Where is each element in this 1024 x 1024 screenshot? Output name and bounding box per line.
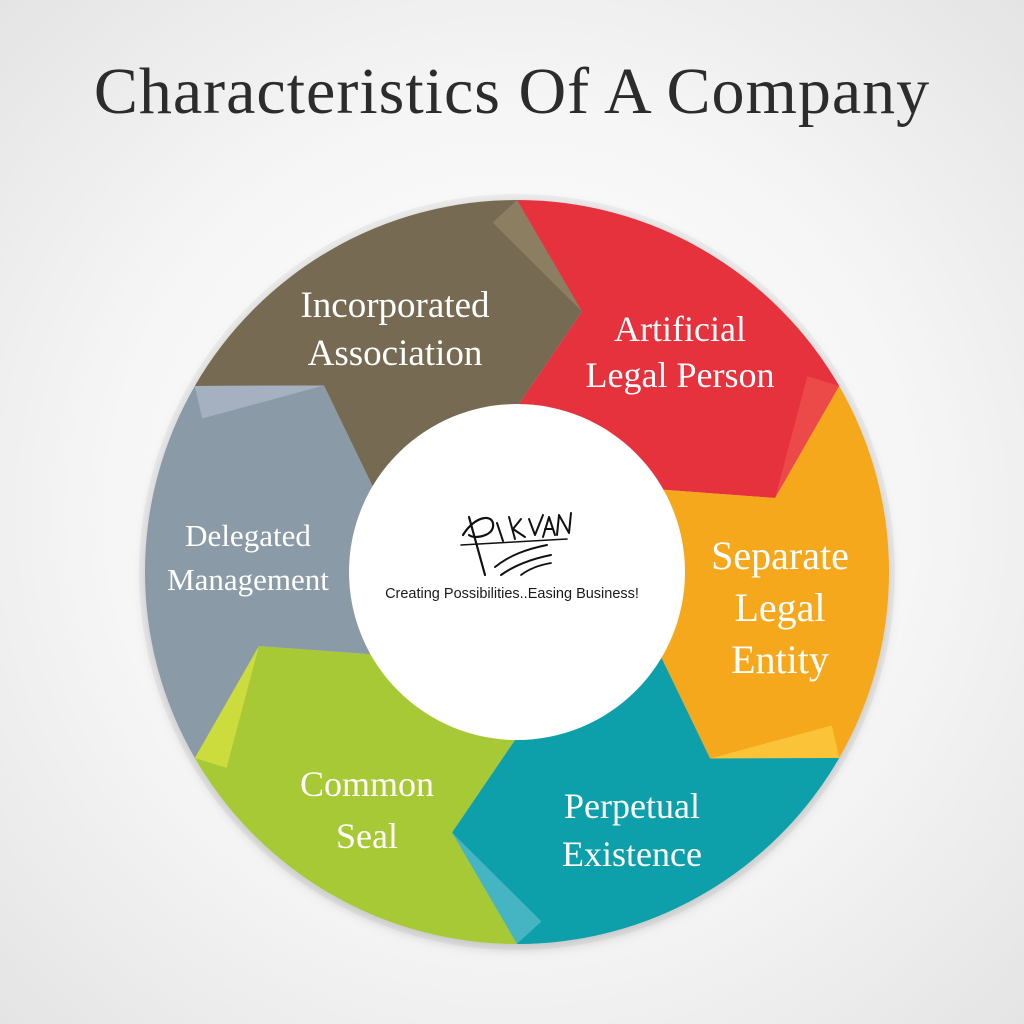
wheel-segment-separate <box>659 386 890 759</box>
segment-label-line: Perpetual <box>564 786 700 826</box>
segment-label-line: Entity <box>731 637 829 682</box>
pikvan-signature-logo <box>460 512 572 577</box>
segment-label-line: Common <box>299 764 434 804</box>
segment-label-line: Incorporated <box>300 285 490 326</box>
segment-label-line: Management <box>167 562 329 597</box>
company-tagline: Creating Possibilities..Easing Business! <box>385 586 639 602</box>
page-title: Characteristics Of A Company <box>93 55 931 128</box>
segment-label-line: Seal <box>336 816 398 856</box>
segment-label-line: Delegated <box>185 518 311 553</box>
segment-label-artificial: Artificial Legal Person <box>560 306 800 398</box>
segment-label-line: Existence <box>562 834 702 874</box>
segment-label-perpetual: Perpetual Existence <box>527 782 737 878</box>
wheel-segment-accent-artificial <box>775 376 840 498</box>
wheel-segment-accent-separate <box>710 725 840 759</box>
segment-label-delegated: Delegated Management <box>148 514 348 602</box>
wheel-segment-incorporated <box>194 200 583 490</box>
segment-label-line: Legal Person <box>585 355 775 395</box>
wheel-segment-accent-incorporated <box>492 200 582 312</box>
wheel-segment-perpetual <box>452 654 840 944</box>
wheel-segment-accent-delegated <box>194 385 324 419</box>
wheel-segment-seal <box>194 646 518 944</box>
segment-label-seal: Common Seal <box>272 758 462 862</box>
wheel-segment-artificial <box>517 200 840 498</box>
wheel-segment-delegated <box>144 385 375 758</box>
segment-label-incorporated: Incorporated Association <box>270 282 520 378</box>
segment-label-line: Separate <box>711 533 849 578</box>
segment-label-separate: Separate Legal Entity <box>685 530 875 686</box>
segment-label-line: Legal <box>734 585 826 630</box>
wheel-segment-accent-seal <box>194 646 259 768</box>
segment-label-line: Association <box>307 333 483 374</box>
wheel-segments <box>144 200 890 944</box>
center-circle <box>349 404 685 740</box>
segment-label-line: Artificial <box>614 309 746 349</box>
wheel-segment-accent-perpetual <box>452 832 542 944</box>
